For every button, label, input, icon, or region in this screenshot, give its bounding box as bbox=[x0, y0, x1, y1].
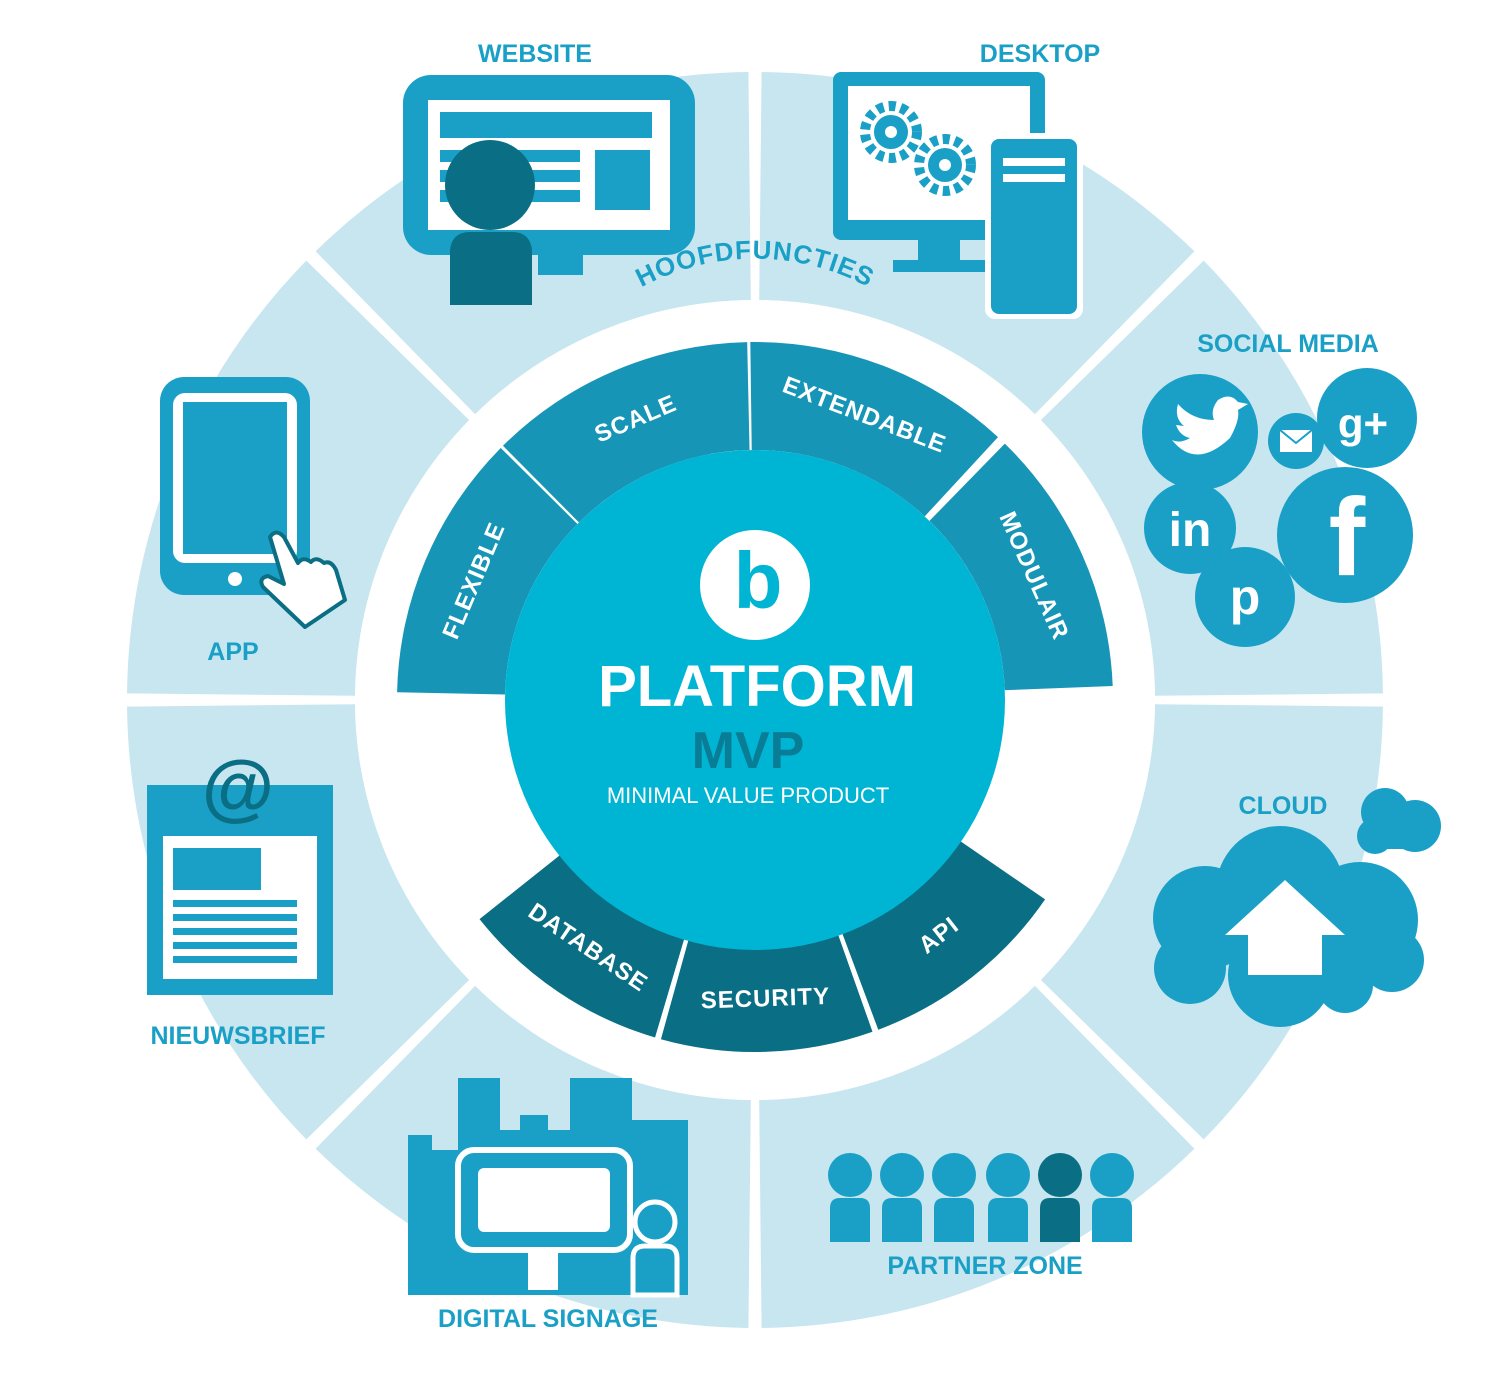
segment-label-website: WEBSITE bbox=[478, 40, 592, 68]
at-sign-icon: @ bbox=[202, 745, 274, 828]
arc-flexible bbox=[397, 447, 578, 695]
logo-circle bbox=[700, 530, 810, 640]
google-plus-icon: g+ bbox=[1338, 400, 1388, 447]
arc-label-security: SECURITY bbox=[700, 983, 830, 1014]
hand-pointer-icon bbox=[259, 530, 347, 629]
arc-api bbox=[841, 840, 1046, 1030]
segment-label-partner-zone: PARTNER ZONE bbox=[887, 1252, 1082, 1280]
desktop-computer-gears-icon bbox=[833, 72, 1083, 319]
newsletter-at-icon: @ bbox=[147, 745, 333, 995]
segment-label-digital-signage: DIGITAL SIGNAGE bbox=[438, 1305, 658, 1333]
hub-subtitle: MVP bbox=[692, 722, 805, 780]
person-icon bbox=[1090, 1153, 1134, 1242]
segment-label-desktop: DESKTOP bbox=[980, 40, 1100, 68]
segment-label-nieuwsbrief: NIEUWSBRIEF bbox=[151, 1022, 326, 1050]
person-icon-highlighted bbox=[1038, 1153, 1082, 1242]
arc-modulair bbox=[929, 443, 1113, 691]
segment-label-cloud: CLOUD bbox=[1239, 792, 1328, 820]
person-icon bbox=[986, 1153, 1030, 1242]
arc-database bbox=[479, 854, 685, 1038]
arc-scale bbox=[502, 342, 750, 523]
segment-label-app: APP bbox=[207, 638, 258, 666]
pinterest-icon: p bbox=[1230, 569, 1261, 625]
outer-labels: WEBSITE DESKTOP SOCIAL MEDIA CLOUD PARTN… bbox=[151, 40, 1379, 1333]
segment-label-social-media: SOCIAL MEDIA bbox=[1197, 330, 1379, 358]
cloud-upload-icon bbox=[1153, 788, 1441, 1027]
hub-tagline: MINIMAL VALUE PRODUCT bbox=[607, 783, 889, 808]
arc-extendable bbox=[750, 342, 999, 517]
linkedin-icon: in bbox=[1169, 504, 1212, 557]
hub-circle bbox=[505, 450, 1005, 950]
person-icon bbox=[880, 1153, 924, 1242]
logo-letter: b bbox=[734, 536, 783, 625]
person-icon bbox=[932, 1153, 976, 1242]
hub-title: PLATFORM bbox=[598, 654, 916, 719]
billboard-city-icon bbox=[408, 1078, 688, 1298]
monitor-user-icon bbox=[403, 75, 695, 305]
arc-security bbox=[660, 933, 873, 1052]
facebook-icon: f bbox=[1329, 476, 1366, 599]
tablet-touch-icon bbox=[160, 377, 347, 629]
people-group-icon bbox=[828, 1153, 1134, 1242]
outer-segment-cloud bbox=[759, 985, 1195, 1328]
central-hub: b PLATFORM MVP MINIMAL VALUE PRODUCT bbox=[505, 450, 1005, 950]
twitter-icon bbox=[1172, 396, 1248, 455]
social-bubbles-icon: g+ in f p bbox=[1142, 368, 1417, 647]
person-icon bbox=[828, 1153, 872, 1242]
